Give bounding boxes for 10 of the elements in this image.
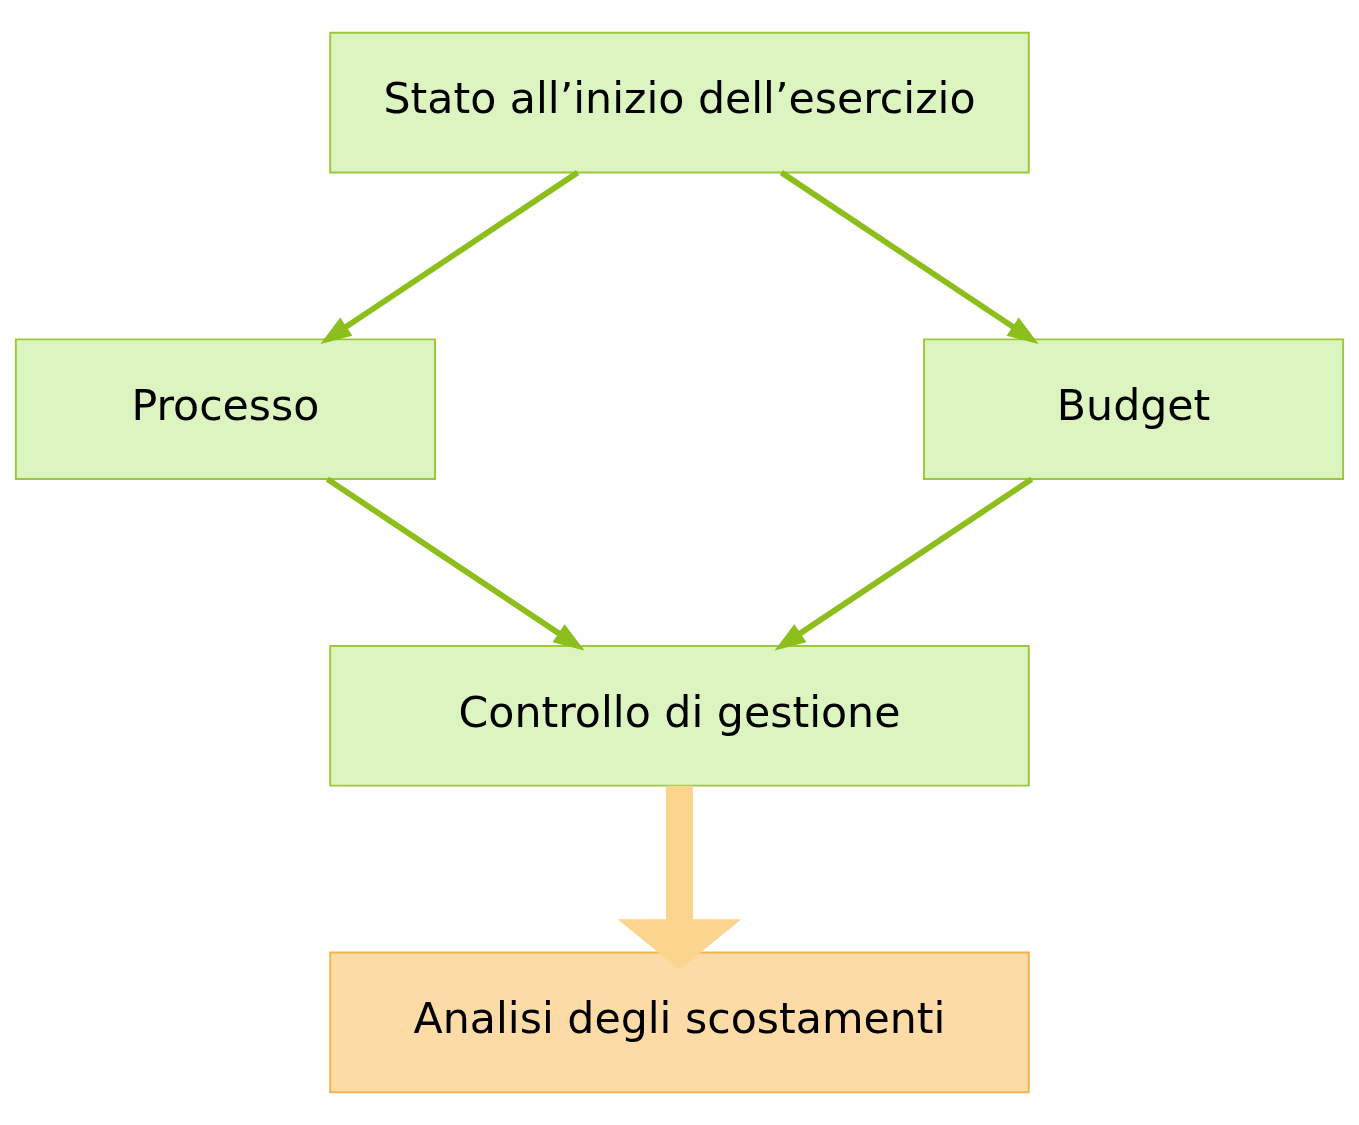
node-box: Processo xyxy=(14,338,436,481)
arrow xyxy=(779,170,1039,344)
arrow xyxy=(774,476,1034,651)
arrow xyxy=(325,476,585,651)
node-box: Controllo di gestione xyxy=(329,644,1030,787)
arrow xyxy=(617,785,742,970)
node-box: Stato all’inizio dell’esercizio xyxy=(329,31,1030,174)
node-box: Budget xyxy=(923,338,1345,481)
arrow xyxy=(320,170,580,344)
node-box: Analisi degli scostamenti xyxy=(329,951,1030,1094)
